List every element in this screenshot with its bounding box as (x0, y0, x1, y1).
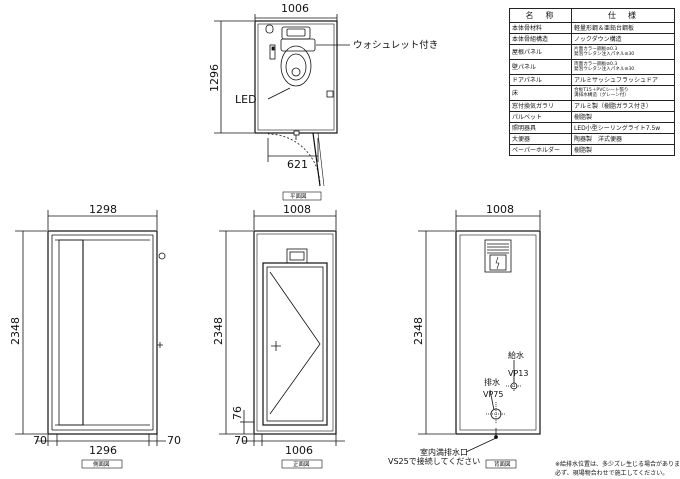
spec-name: 窓付換気ガラリ (509, 100, 572, 112)
spec-row: 窓付換気ガラリアルミ製（樹脂ガラス付き） (509, 100, 675, 112)
front-view (219, 210, 345, 469)
spec-value: ノックダウン構造 (571, 33, 675, 45)
side-height-dim: 2348 (9, 317, 22, 345)
spec-row: パルベット樹脂製 (509, 111, 675, 123)
side-view (15, 210, 166, 469)
spec-row: 本体骨組構造ノックダウン構造 (509, 33, 675, 45)
side-caption: 側面図 (93, 460, 110, 468)
spec-value: 両面カラー鋼板⊘0.3 発泡ウレタン注入パネル⊘30 (571, 59, 675, 75)
spec-table: 名 称 仕 様 本体骨材料軽量形鋼＆亜鉛台鋼板 本体骨組構造ノックダウン構造 屋… (509, 8, 675, 156)
spec-name: 屋根パネル (509, 44, 572, 60)
spec-row: 屋根パネル片面カラー鋼板⊘0.3 発泡ウレタン注入パネル⊘30 (509, 44, 675, 60)
drain-label: 排水 (484, 377, 500, 387)
spec-name: 床 (509, 85, 572, 101)
floor-drain-label: 室内満排水口 (420, 447, 468, 457)
side-bottom-width-dim: 1296 (89, 444, 117, 457)
spec-row: 床合板T15＋PVCシート張り 溝排水構造（グレーン付） (509, 85, 675, 101)
back-caption: 背面図 (494, 460, 511, 468)
back-height-dim: 2348 (412, 317, 425, 345)
spec-value: アルミサッシュフラッシュドア (571, 74, 675, 86)
spec-header-value: 仕 様 (571, 8, 675, 23)
back-width-dim: 1008 (486, 203, 514, 216)
spec-row: ドアパネルアルミサッシュフラッシュドア (509, 74, 675, 86)
spec-value: アルミ製（樹脂ガラス付き） (571, 100, 675, 112)
spec-header-row: 名 称 仕 様 (509, 8, 675, 23)
spec-name: 本体骨材料 (509, 22, 572, 34)
front-left-margin: 70 (234, 434, 248, 447)
plan-depth-dim: 1296 (208, 64, 221, 92)
spec-row: 本体骨材料軽量形鋼＆亜鉛台鋼板 (509, 22, 675, 34)
spec-value: 陶器製 洋式便器 (571, 133, 675, 145)
spec-value: 樹脂製 (571, 144, 675, 156)
front-top-width-dim: 1008 (283, 203, 311, 216)
spec-value: 片面カラー鋼板⊘0.3 発泡ウレタン注入パネル⊘30 (571, 44, 675, 60)
spec-row: ペーパーホルダー樹脂製 (509, 144, 675, 156)
spec-name: 照明器具 (509, 122, 572, 134)
back-view (418, 210, 541, 469)
led-label: LED (235, 93, 257, 106)
side-left-margin: 70 (33, 434, 47, 447)
spec-name: 本体骨組構造 (509, 33, 572, 45)
front-caption: 正面図 (293, 461, 310, 468)
front-bottom-width-dim: 1006 (285, 444, 313, 457)
side-right-margin: 70 (167, 434, 181, 447)
spec-value: 合板T15＋PVCシート張り 溝排水構造（グレーン付） (571, 85, 675, 101)
note-line-2: 必ず、現場物合わせで施工してください。 (555, 470, 669, 477)
note-line-1: ※給排水位置は、多少ズレ生じる場合があります。 (555, 461, 680, 468)
floor-drain-spec: VS25で接続してください (388, 456, 480, 466)
washlet-label: ウォシュレット付き (353, 40, 438, 51)
side-top-width-dim: 1298 (89, 203, 117, 216)
plan-door-dim: 621 (287, 158, 308, 171)
drain-spec: VP75 (483, 390, 503, 399)
installation-note: ※給排水位置は、多少ズレ生じる場合があります。 必ず、現場物合わせで施工してくだ… (555, 460, 680, 478)
plan-view (214, 14, 350, 201)
spec-name: ドアパネル (509, 74, 572, 86)
plan-caption: 平面図 (290, 193, 307, 200)
spec-row: 大便器陶器製 洋式便器 (509, 133, 675, 145)
plan-width-dim: 1006 (281, 2, 309, 15)
spec-name: 壁パネル (509, 59, 572, 75)
front-step-dim: 76 (231, 406, 244, 420)
spec-value: LED小型シーリングライト7.5w (571, 122, 675, 134)
spec-name: 大便器 (509, 133, 572, 145)
spec-name: パルベット (509, 111, 572, 123)
spec-name: ペーパーホルダー (509, 144, 572, 156)
spec-header-name: 名 称 (509, 8, 572, 23)
water-supply-label: 給水 (508, 350, 524, 360)
water-supply-spec: VP13 (508, 369, 528, 378)
spec-value: 樹脂製 (571, 111, 675, 123)
spec-value: 軽量形鋼＆亜鉛台鋼板 (571, 22, 675, 34)
spec-row: 壁パネル両面カラー鋼板⊘0.3 発泡ウレタン注入パネル⊘30 (509, 59, 675, 75)
front-height-dim: 2348 (212, 317, 225, 345)
